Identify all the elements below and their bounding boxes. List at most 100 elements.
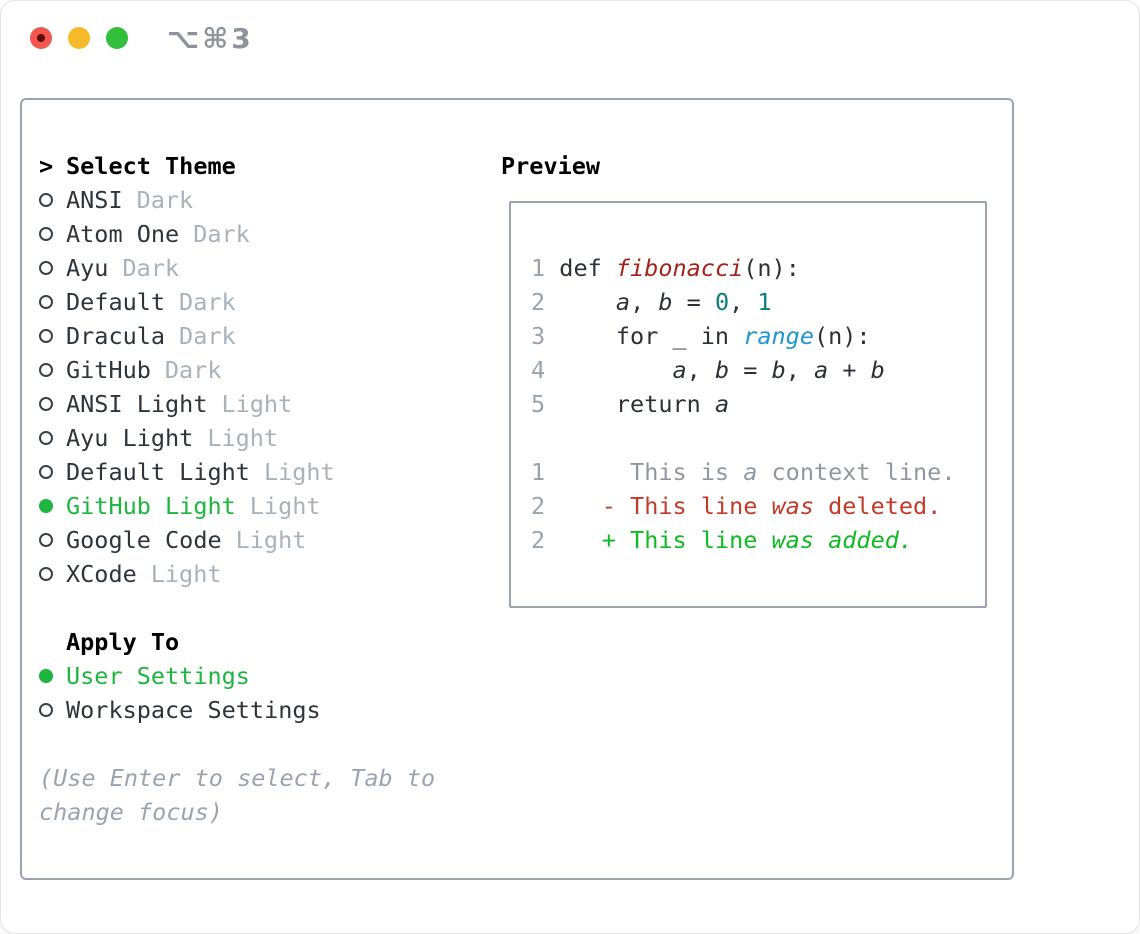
code-token: b [658,288,673,316]
theme-variant: Light [150,560,222,588]
theme-option-default-dark[interactable]: Default Dark [39,285,469,319]
theme-name: ANSI [66,186,123,214]
radio-icon [39,397,66,411]
theme-option-dracula-dark[interactable]: Dracula Dark [39,319,469,353]
theme-name: Default Light [66,458,250,486]
theme-name: Atom One [66,220,180,248]
preview-line: 4 a, b = b, a + b [531,353,985,387]
cursor-icon: > [39,152,54,180]
window-title: ⌥⌘3 [167,22,254,55]
preview-line: 2 + This line was added. [531,523,985,557]
radio-icon [39,261,66,275]
radio-icon [39,465,66,479]
radio-icon [39,295,66,309]
code-token: , [785,356,815,384]
code-token: return [545,390,715,418]
code-token: + [828,356,871,384]
preview-line: 2 - This line was deleted. [531,489,985,523]
help-text: (Use Enter to select, Tab to change focu… [39,764,436,826]
select-theme-header: > Select Theme [39,149,469,183]
code-token [545,288,616,316]
theme-option-atom-one-dark[interactable]: Atom One Dark [39,217,469,251]
code-token: a [615,288,631,316]
preview-line [531,421,985,455]
theme-option-xcode-light[interactable]: XCode Light [39,557,469,591]
theme-option-ansi-dark[interactable]: ANSI Dark [39,183,469,217]
code-token: - This line [545,492,772,520]
theme-option-github-light[interactable]: GitHub Light Light [39,489,469,523]
apply-option-label: User Settings [66,662,250,690]
line-number: 5 [531,390,546,418]
code-token: b [870,356,885,384]
theme-list: > Select Theme ANSI Dark Atom One Dark A… [39,149,469,829]
theme-variant: Dark [136,186,194,214]
theme-name: Google Code [66,526,222,554]
line-number: 2 [531,288,546,316]
code-token: deleted. [813,492,942,520]
radio-icon [39,703,66,717]
theme-option-default-light[interactable]: Default Light Light [39,455,469,489]
line-number: 2 [531,526,546,554]
theme-variant: Light [207,424,279,452]
code-token: range [743,322,814,350]
apply-option-label: Workspace Settings [66,696,321,724]
apply-option-workspace-settings[interactable]: Workspace Settings [39,693,469,727]
code-token: , [686,356,715,384]
theme-name: GitHub [66,356,151,384]
theme-variant: Dark [193,220,250,248]
code-token: 1 [757,288,772,316]
code-token: a [714,390,730,418]
theme-option-ansi-light[interactable]: ANSI Light Light [39,387,469,421]
theme-variant: Dark [122,254,180,282]
code-token: (n): [813,322,871,350]
theme-option-google-code-light[interactable]: Google Code Light [39,523,469,557]
theme-name: ANSI Light [66,390,208,418]
theme-variant: Dark [179,322,236,350]
code-token: = [672,288,715,316]
code-token: a [672,356,687,384]
theme-option-github-dark[interactable]: GitHub Dark [39,353,469,387]
preview-line: 2 a, b = 0, 1 [531,285,985,319]
theme-name: Dracula [66,322,166,350]
apply-option-user-settings[interactable]: User Settings [39,659,469,693]
code-token: fibonacci [615,254,744,282]
apply-to-header: Apply To [39,625,469,659]
theme-option-ayu-light[interactable]: Ayu Light Light [39,421,469,455]
code-token: was added. [771,526,914,554]
code-token: b [714,356,730,384]
theme-name: Ayu Light [66,424,194,452]
preview-line: 3 for _ in range(n): [531,319,985,353]
code-token: a [743,458,758,486]
code-token: for _ in [545,322,744,350]
theme-option-ayu-dark[interactable]: Ayu Dark [39,251,469,285]
radio-icon [39,329,66,343]
code-token: This is [545,458,744,486]
preview-line: 1 def fibonacci(n): [531,251,985,285]
code-token [545,356,672,384]
code-token: context line. [757,458,956,486]
code-token: = [729,356,772,384]
code-token: 0 [714,288,730,316]
code-token: def [545,254,616,282]
preview-line: 1 This is a context line. [531,455,985,489]
code-token: b [771,356,786,384]
minimize-button-icon[interactable] [68,27,90,49]
radio-icon [39,363,66,377]
close-button-icon[interactable] [30,27,52,49]
line-number: 3 [531,322,546,350]
preview-title: Preview [501,152,601,180]
code-token: , [630,288,659,316]
line-number: 1 [531,458,546,486]
maximize-button-icon[interactable] [106,27,128,49]
line-number: 4 [531,356,546,384]
radio-icon [39,193,66,207]
radio-icon [39,533,66,547]
theme-name: GitHub Light [66,492,236,520]
line-number: 1 [531,254,546,282]
theme-name: XCode [66,560,137,588]
theme-variant: Light [263,458,335,486]
theme-variant: Light [235,526,307,554]
radio-icon [39,567,66,581]
